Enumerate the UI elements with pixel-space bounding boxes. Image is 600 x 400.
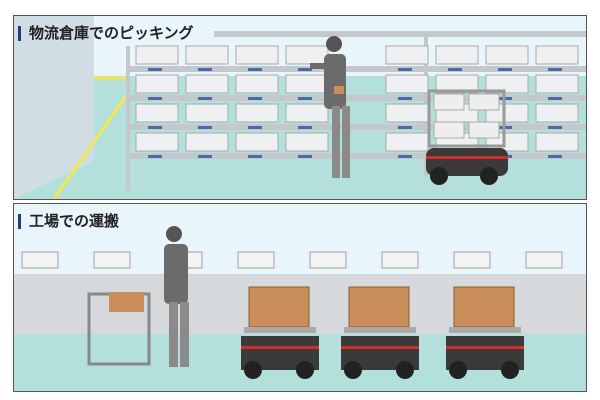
- factory-transport-panel: 工場での運搬: [13, 203, 587, 392]
- wheel: [244, 361, 262, 379]
- storage-bin: [235, 132, 279, 152]
- storage-bin: [535, 45, 579, 65]
- storage-bin: [285, 132, 329, 152]
- storage-bin: [535, 103, 579, 123]
- storage-bin: [385, 45, 429, 65]
- storage-bin: [235, 74, 279, 94]
- storage-bin: [385, 132, 429, 152]
- wall: [14, 16, 94, 199]
- worker: [310, 36, 350, 178]
- storage-bin: [535, 74, 579, 94]
- storage-bin: [535, 132, 579, 152]
- storage-bin: [485, 45, 529, 65]
- storage-bin: [285, 74, 329, 94]
- transport-robots: [241, 286, 524, 379]
- storage-bin: [135, 103, 179, 123]
- storage-bin: [235, 45, 279, 65]
- wheel: [344, 361, 362, 379]
- storage-bin: [185, 45, 229, 65]
- storage-bin: [285, 103, 329, 123]
- storage-bin: [185, 103, 229, 123]
- wheel: [449, 361, 467, 379]
- storage-bin: [185, 74, 229, 94]
- storage-bin: [135, 132, 179, 152]
- storage-bin: [385, 74, 429, 94]
- shelving-rack: [126, 31, 586, 191]
- storage-bin: [435, 45, 479, 65]
- wheel: [501, 361, 519, 379]
- warehouse-picking-panel: 物流倉庫でのピッキング: [13, 15, 587, 200]
- storage-bin: [135, 74, 179, 94]
- storage-bin: [485, 74, 529, 94]
- picking-robot: [426, 89, 508, 185]
- factory-scene: [14, 226, 586, 391]
- wheel: [396, 361, 414, 379]
- storage-bin: [185, 132, 229, 152]
- storage-bin: [385, 103, 429, 123]
- storage-bin: [235, 103, 279, 123]
- panel-title: 工場での運搬: [18, 214, 119, 229]
- conveyor-boxes: [21, 251, 563, 269]
- worker-pushing-cart: [87, 226, 189, 367]
- panel-title: 物流倉庫でのピッキング: [18, 26, 194, 41]
- storage-bin: [285, 45, 329, 65]
- floor-line: [52, 95, 128, 199]
- wheel: [296, 361, 314, 379]
- storage-bin: [435, 74, 479, 94]
- storage-bin: [135, 45, 179, 65]
- warehouse-scene: [14, 16, 586, 199]
